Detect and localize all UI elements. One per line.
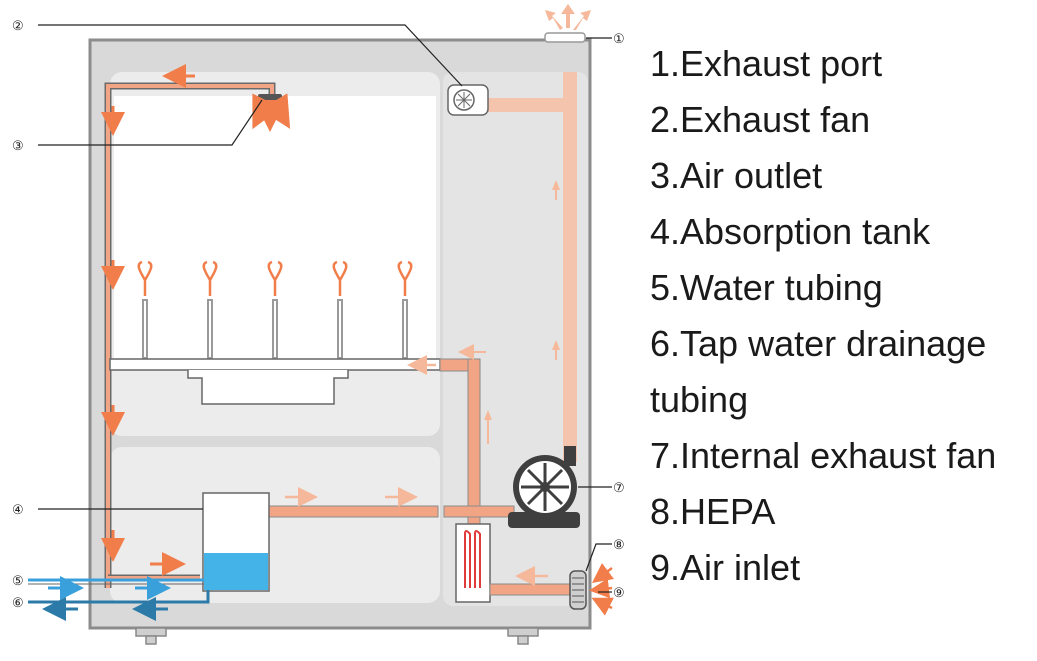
callout-9: ⑨	[613, 586, 625, 601]
exhaust-arrows	[545, 4, 591, 30]
legend: 1.Exhaust port 2.Exhaust fan 3.Air outle…	[650, 36, 1037, 596]
callout-6: ⑥	[12, 596, 24, 611]
callout-8: ⑧	[613, 538, 625, 553]
callout-1: ①	[613, 32, 625, 47]
internal-exhaust-fan	[508, 446, 580, 528]
airflow-arrows	[101, 64, 195, 576]
exhaust-fan	[447, 84, 489, 116]
drainage-tubing	[28, 590, 210, 621]
exhaust-duct-vertical	[563, 72, 577, 462]
legend-item-absorption-tank: 4.Absorption tank	[650, 211, 931, 252]
legend-item-air-outlet: 3.Air outlet	[650, 155, 823, 196]
callout-5: ⑤	[12, 574, 24, 589]
cabinet-foot-left	[135, 627, 167, 645]
sample-stands	[137, 260, 413, 359]
callout-7: ⑦	[613, 481, 625, 496]
legend-item-hepa: 8.HEPA	[650, 491, 776, 532]
heater-box	[455, 523, 491, 603]
legend-item-exhaust-fan: 2.Exhaust fan	[650, 99, 871, 140]
legend-item-air-inlet: 9.Air inlet	[650, 547, 801, 588]
hepa-filter	[569, 570, 587, 610]
shelf	[109, 358, 441, 371]
legend-item-exhaust-port: 1.Exhaust port	[650, 43, 883, 84]
exhaust-port	[544, 32, 586, 43]
callout-2: ②	[12, 19, 24, 34]
duct-up-arrows	[484, 180, 560, 444]
air-outlet	[252, 93, 291, 132]
cabinet-foot-right	[507, 627, 539, 645]
air-inlet-arrows	[589, 563, 614, 616]
exhaust-duct-horizontal	[482, 98, 572, 112]
legend-item-drainage-tubing-cont: tubing	[650, 379, 749, 420]
legend-item-internal-exhaust-fan: 7.Internal exhaust fan	[650, 435, 997, 476]
shelf-tray	[187, 370, 349, 405]
legend-item-water-tubing: 5.Water tubing	[650, 267, 883, 308]
callout-4: ④	[12, 503, 24, 518]
legend-item-drainage-tubing: 6.Tap water drainage	[650, 323, 987, 364]
water-tubing	[28, 576, 204, 600]
callout-3: ③	[12, 139, 24, 154]
leader-lines	[38, 24, 612, 593]
return-duct	[439, 344, 486, 525]
lower-chamber	[110, 447, 440, 603]
absorption-tank	[202, 492, 270, 592]
